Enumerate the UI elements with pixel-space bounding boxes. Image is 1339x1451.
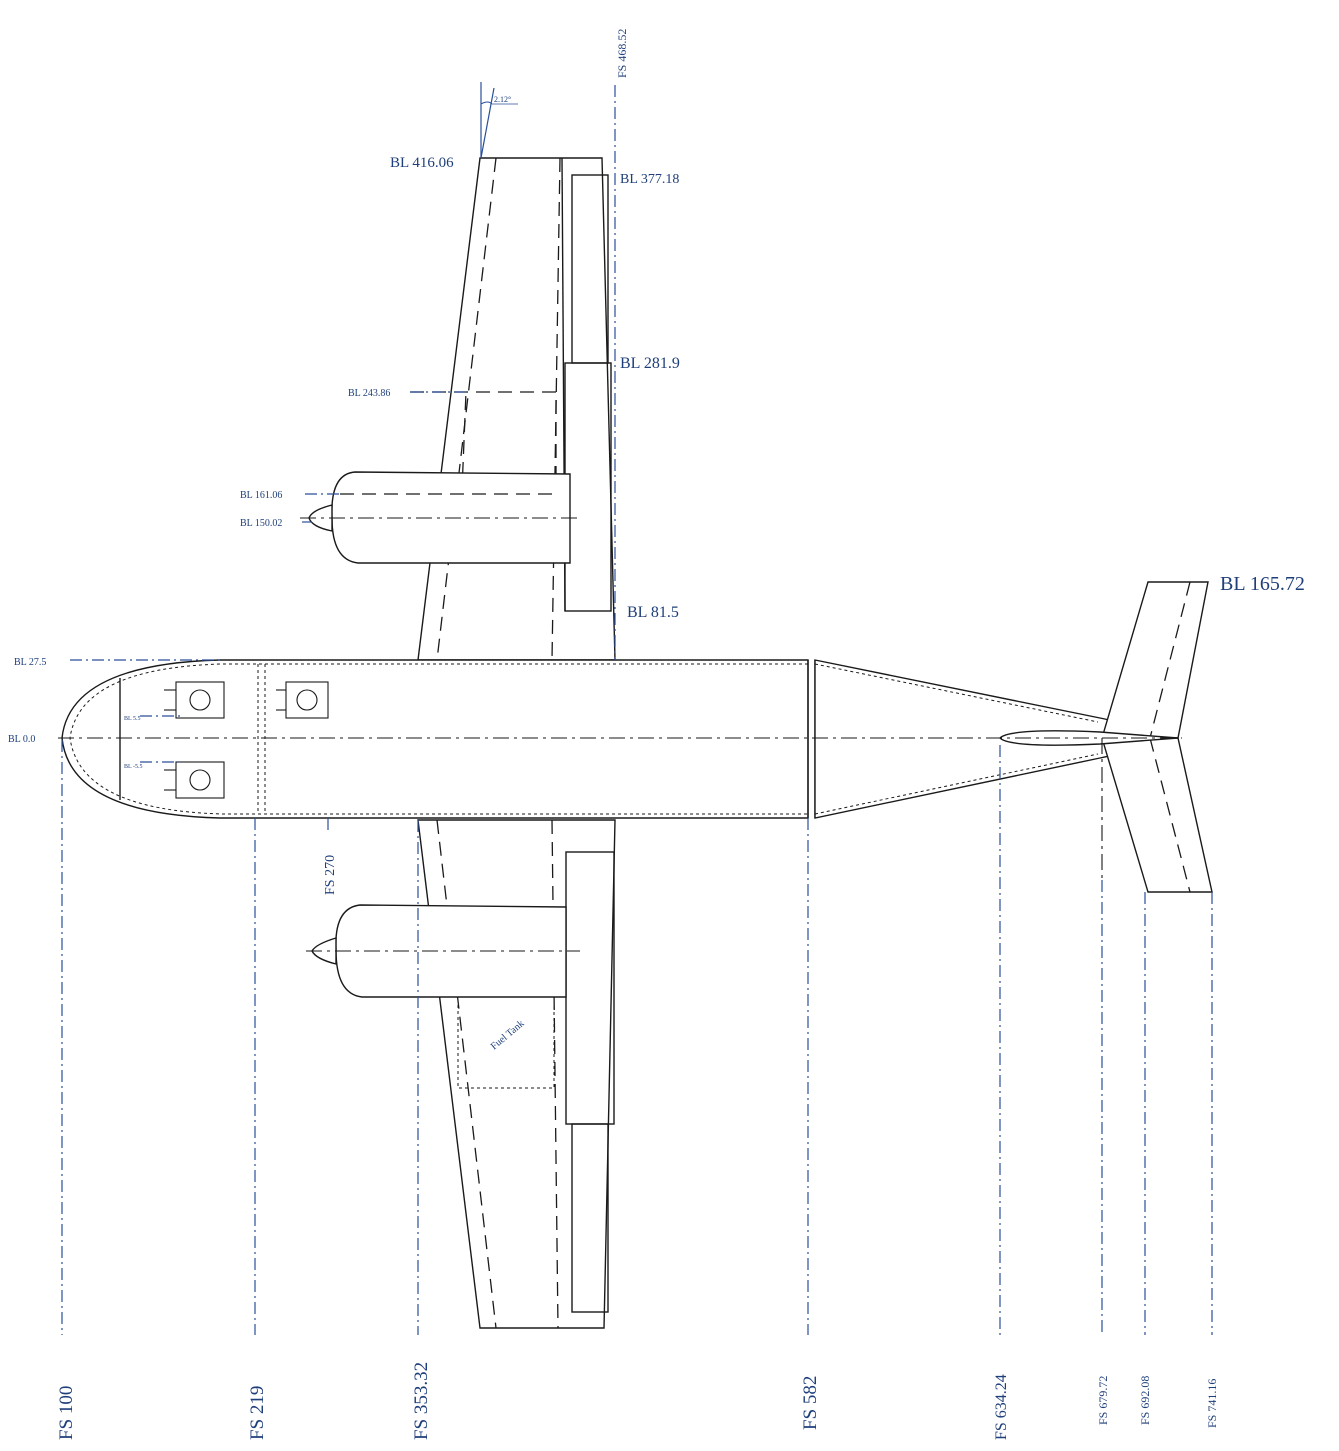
bl-81-label: BL 81.5 <box>627 604 679 621</box>
upper-engine-nacelle <box>300 471 580 564</box>
fs-741-label: FS 741.16 <box>1205 1379 1219 1428</box>
bl-seat-up-label: BL 5.5 <box>124 716 140 722</box>
bl-27-label: BL 27.5 <box>14 657 46 668</box>
fs-353-label: FS 353.32 <box>411 1362 432 1440</box>
fs-634-label: FS 634.24 <box>993 1374 1010 1440</box>
fs-582-label: FS 582 <box>800 1376 821 1430</box>
lower-engine-nacelle <box>306 904 580 998</box>
bl-165-tail-label: BL 165.72 <box>1220 573 1305 595</box>
bl-281-label: BL 281.9 <box>620 355 680 372</box>
horizontal-tail-upper <box>1101 581 1209 739</box>
fs-679-label: FS 679.72 <box>1096 1376 1110 1425</box>
bl-0-label: BL 0.0 <box>8 734 35 745</box>
bl-416-label: BL 416.06 <box>390 155 454 171</box>
fs-270-label: FS 270 <box>323 855 338 895</box>
seat-copilot <box>164 761 225 799</box>
bl-377-label: BL 377.18 <box>620 172 679 187</box>
horizontal-tail-lower <box>1101 737 1213 893</box>
fs-692-label: FS 692.08 <box>1138 1376 1152 1425</box>
bl-reference-leaders <box>70 391 470 763</box>
seat-passenger <box>276 681 329 719</box>
lower-wing <box>417 819 616 1329</box>
sweep-angle-label: 2.12° <box>494 95 511 104</box>
bl-150-label: BL 150.02 <box>240 518 282 529</box>
sweep-angle-indicator: 2.12° <box>480 82 518 159</box>
fs-reference-lines <box>61 85 1213 1335</box>
fs-100-label: FS 100 <box>56 1386 77 1440</box>
cockpit-seats <box>164 681 329 799</box>
upper-wing <box>410 157 616 661</box>
fs-219-label: FS 219 <box>247 1386 268 1440</box>
seat-pilot <box>164 681 225 719</box>
bl-161-label: BL 161.06 <box>240 490 282 501</box>
fs-468-label: FS 468.52 <box>615 29 629 78</box>
bl-seat-dn-label: BL -5.5 <box>124 764 142 770</box>
bl-243-label: BL 243.86 <box>348 388 390 399</box>
